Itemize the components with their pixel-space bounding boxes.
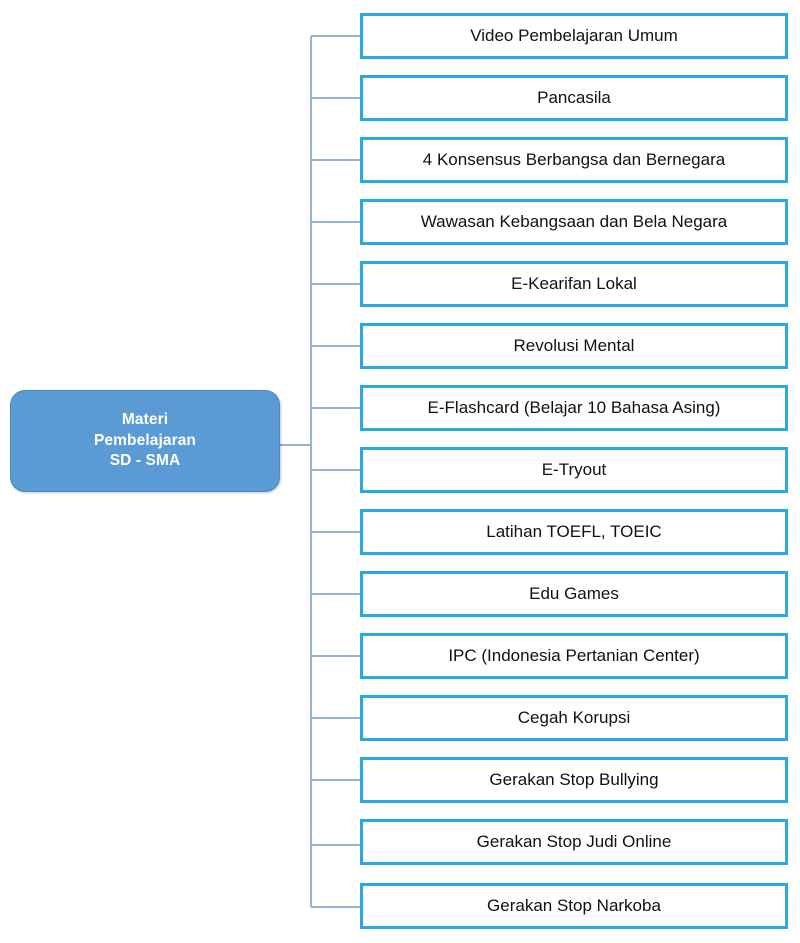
child-node-10[interactable]: Edu Games — [360, 571, 788, 617]
child-node-label: Wawasan Kebangsaan dan Bela Negara — [420, 212, 728, 232]
child-node-13[interactable]: Gerakan Stop Bullying — [360, 757, 788, 803]
child-node-label: Gerakan Stop Narkoba — [487, 896, 661, 916]
child-node-label: Video Pembelajaran Umum — [470, 26, 678, 46]
child-node-label: E-Kearifan Lokal — [511, 274, 637, 294]
child-node-label: Cegah Korupsi — [517, 708, 631, 728]
child-node-label: Gerakan Stop Judi Online — [476, 832, 672, 852]
child-node-4[interactable]: Wawasan Kebangsaan dan Bela Negara — [360, 199, 788, 245]
child-node-label: Edu Games — [529, 584, 619, 604]
child-node-12[interactable]: Cegah Korupsi — [360, 695, 788, 741]
child-node-14[interactable]: Gerakan Stop Judi Online — [360, 819, 788, 865]
child-node-8[interactable]: E-Tryout — [360, 447, 788, 493]
child-node-label: Gerakan Stop Bullying — [489, 770, 659, 790]
child-node-label: Revolusi Mental — [513, 336, 635, 356]
root-node-label: Materi Pembelajaran SD - SMA — [93, 411, 196, 470]
child-node-label: E-Tryout — [541, 460, 607, 480]
child-node-2[interactable]: Pancasila — [360, 75, 788, 121]
child-node-1[interactable]: Video Pembelajaran Umum — [360, 13, 788, 59]
child-node-15[interactable]: Gerakan Stop Narkoba — [360, 883, 788, 929]
child-node-label: 4 Konsensus Berbangsa dan Bernegara — [422, 150, 726, 170]
child-node-11[interactable]: IPC (Indonesia Pertanian Center) — [360, 633, 788, 679]
child-node-label: Pancasila — [537, 88, 611, 108]
child-node-label: Latihan TOEFL, TOEIC — [486, 522, 662, 542]
child-node-3[interactable]: 4 Konsensus Berbangsa dan Bernegara — [360, 137, 788, 183]
child-node-label: IPC (Indonesia Pertanian Center) — [448, 646, 700, 666]
child-node-5[interactable]: E-Kearifan Lokal — [360, 261, 788, 307]
child-node-7[interactable]: E-Flashcard (Belajar 10 Bahasa Asing) — [360, 385, 788, 431]
root-node[interactable]: Materi Pembelajaran SD - SMA — [10, 390, 280, 492]
child-node-label: E-Flashcard (Belajar 10 Bahasa Asing) — [427, 398, 721, 418]
child-node-9[interactable]: Latihan TOEFL, TOEIC — [360, 509, 788, 555]
child-node-6[interactable]: Revolusi Mental — [360, 323, 788, 369]
